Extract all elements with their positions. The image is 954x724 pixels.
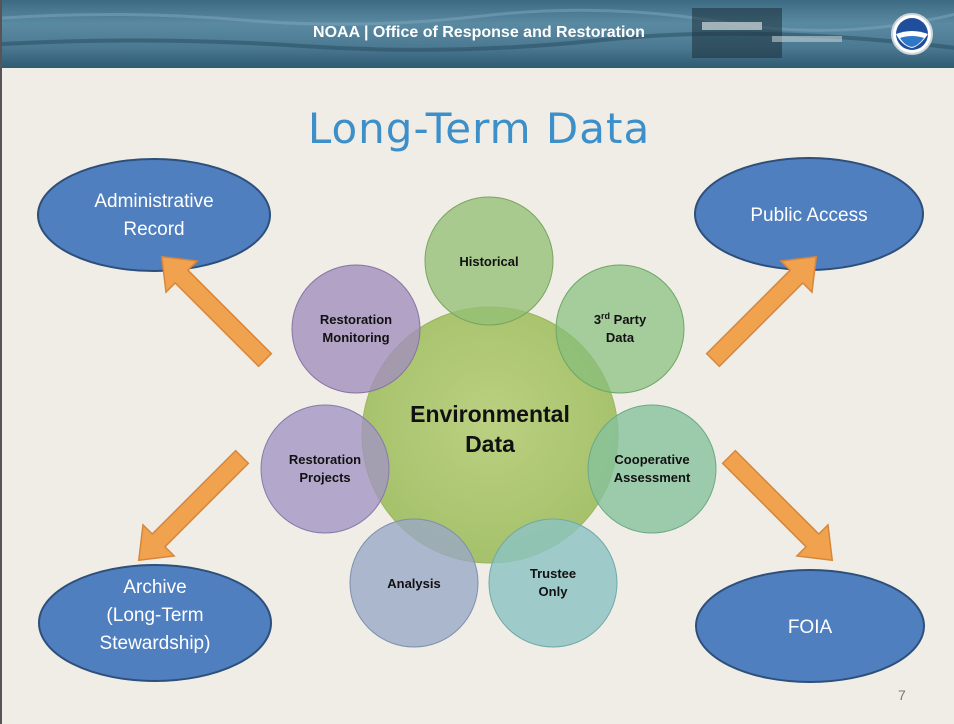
historical-circle xyxy=(424,196,554,326)
restoration-projects-label-line1: Restoration xyxy=(289,452,361,467)
archive-label-line1: Archive xyxy=(123,577,186,598)
administrative-record-label-line1: Administrative xyxy=(94,191,213,212)
third-party-label-line2: Data xyxy=(606,330,635,345)
administrative-record-oval xyxy=(37,158,271,272)
third-party-data-circle xyxy=(555,264,685,394)
analysis-label: Analysis xyxy=(387,576,440,591)
arrow-to-foia xyxy=(721,449,834,562)
cooperative-assessment-circle xyxy=(587,404,717,534)
archive-label-line2: (Long-Term xyxy=(106,605,203,626)
arrow-to-administrative-record xyxy=(160,255,273,368)
cooperative-label-line2: Assessment xyxy=(614,470,691,485)
header-title: NOAA | Office of Response and Restoratio… xyxy=(313,24,645,41)
cooperative-label-line1: Cooperative xyxy=(614,452,689,467)
trustee-label-line1: Trustee xyxy=(530,566,576,581)
trustee-label-line2: Only xyxy=(539,584,569,599)
banner-water-texture xyxy=(2,8,954,58)
analysis-circle xyxy=(349,518,479,648)
header-banner: NOAA | Office of Response and Restoratio… xyxy=(2,0,954,68)
noaa-logo-icon xyxy=(891,13,933,55)
restoration-projects-circle xyxy=(260,404,390,534)
center-label-line1: Environmental xyxy=(410,401,570,427)
slide-title: Long-Term Data xyxy=(307,104,651,153)
foia-oval xyxy=(695,569,925,683)
trustee-only-circle xyxy=(488,518,618,648)
arrow-to-public-access xyxy=(705,255,818,368)
public-access-label: Public Access xyxy=(750,205,867,226)
restoration-monitoring-label-line1: Restoration xyxy=(320,312,392,327)
historical-label: Historical xyxy=(459,254,518,269)
arrow-to-archive xyxy=(137,449,250,562)
center-label-line2: Data xyxy=(465,431,515,457)
restoration-projects-label-line2: Projects xyxy=(299,470,350,485)
restoration-monitoring-label-line2: Monitoring xyxy=(322,330,389,345)
archive-label-line3: Stewardship) xyxy=(100,633,211,654)
page-number: 7 xyxy=(898,687,906,703)
foia-label: FOIA xyxy=(788,617,833,638)
restoration-monitoring-circle xyxy=(291,264,421,394)
archive-oval xyxy=(38,564,272,682)
administrative-record-label-line2: Record xyxy=(123,219,184,240)
third-party-label-line1: 3rd Party xyxy=(594,311,647,327)
